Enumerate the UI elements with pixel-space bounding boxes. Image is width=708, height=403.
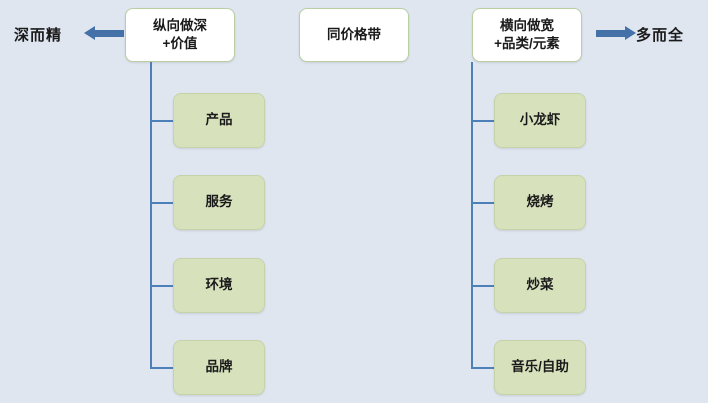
column-3-item-4[interactable]: 音乐/自助 bbox=[494, 340, 586, 395]
column-3-branch-2 bbox=[471, 202, 495, 204]
column-1-item-3-label: 环境 bbox=[205, 277, 233, 293]
column-1-branch-2 bbox=[150, 202, 174, 204]
column-3-branch-4 bbox=[471, 367, 495, 369]
column-2-head-node[interactable]: 同价格带 bbox=[299, 8, 409, 62]
column-3-head-node[interactable]: 横向做宽 +品类/元素 bbox=[472, 8, 582, 62]
column-1-head-line1: 纵向做深 bbox=[153, 17, 207, 33]
right-axis-label: 多而全 bbox=[636, 27, 685, 44]
arrow-right-icon bbox=[596, 26, 637, 40]
column-3-trunk-connector bbox=[471, 62, 473, 369]
left-axis-label: 深而精 bbox=[14, 27, 63, 44]
arrow-left-icon bbox=[84, 26, 125, 40]
column-1-trunk-connector bbox=[150, 62, 152, 369]
column-3-item-1[interactable]: 小龙虾 bbox=[494, 93, 586, 148]
column-3-item-1-label: 小龙虾 bbox=[519, 112, 561, 128]
column-3-item-2-label: 烧烤 bbox=[526, 194, 554, 210]
arrow-right-head bbox=[625, 26, 636, 40]
column-1-item-2[interactable]: 服务 bbox=[173, 175, 265, 230]
column-3-item-4-label: 音乐/自助 bbox=[511, 359, 569, 375]
column-1-item-3[interactable]: 环境 bbox=[173, 258, 265, 313]
column-1-item-4-label: 品牌 bbox=[205, 359, 233, 375]
column-1-item-1[interactable]: 产品 bbox=[173, 93, 265, 148]
column-1-item-1-label: 产品 bbox=[205, 112, 233, 128]
column-3-branch-3 bbox=[471, 285, 495, 287]
column-2-head-line1: 同价格带 bbox=[327, 26, 381, 42]
column-3-head-line2: +品类/元素 bbox=[494, 36, 560, 51]
column-3-item-3-label: 炒菜 bbox=[526, 277, 554, 293]
column-3-item-3[interactable]: 炒菜 bbox=[494, 258, 586, 313]
arrow-left-head bbox=[84, 26, 95, 40]
column-1-head-line2: +价值 bbox=[162, 36, 198, 51]
column-1-item-4[interactable]: 品牌 bbox=[173, 340, 265, 395]
column-1-branch-1 bbox=[150, 120, 174, 122]
column-1-branch-4 bbox=[150, 367, 174, 369]
arrow-left-shaft bbox=[94, 30, 124, 37]
column-1-item-2-label: 服务 bbox=[205, 194, 233, 210]
column-1-head-node[interactable]: 纵向做深 +价值 bbox=[125, 8, 235, 62]
arrow-right-shaft bbox=[596, 30, 626, 37]
column-3-branch-1 bbox=[471, 120, 495, 122]
column-1-branch-3 bbox=[150, 285, 174, 287]
column-3-head-line1: 横向做宽 bbox=[500, 17, 554, 33]
column-3-item-2[interactable]: 烧烤 bbox=[494, 175, 586, 230]
